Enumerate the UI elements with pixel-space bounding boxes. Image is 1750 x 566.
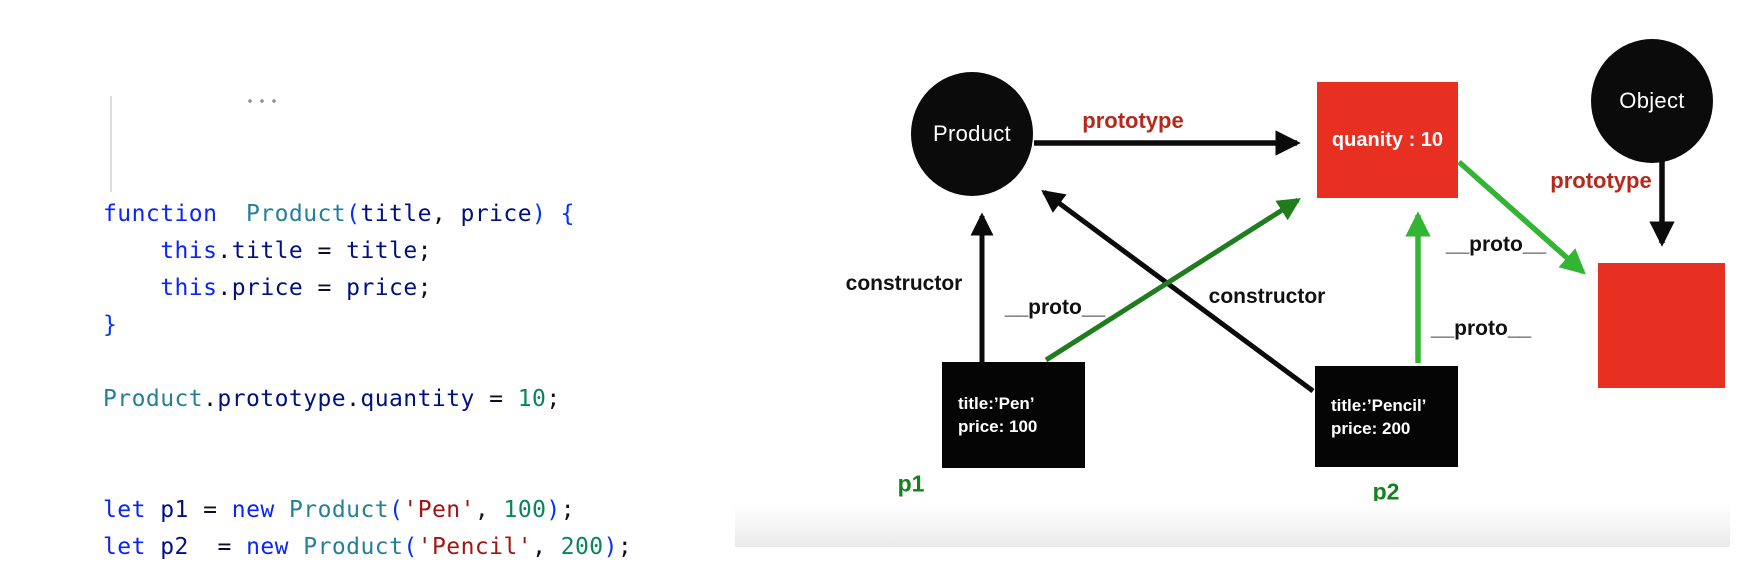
object-prototype-node: [1598, 263, 1725, 388]
p1-title-line: title:’Pen’: [958, 394, 1035, 413]
window-bottom-edge: [735, 501, 1730, 547]
product-node-label: Product: [933, 121, 1011, 146]
constructor-label-p2: constructor: [1208, 285, 1326, 308]
product-prototype-label: quanity : 10: [1331, 128, 1444, 151]
p1-label: p1: [897, 470, 925, 497]
p1-instance-node: title:’Pen’ price: 100: [942, 362, 1085, 468]
proto-label-chain: __proto__: [1445, 233, 1547, 256]
code-editor[interactable]: function Product(title, price) { this.ti…: [103, 48, 632, 566]
product-prototype-node: quanity : 10: [1317, 82, 1458, 198]
p2-label: p2: [1372, 478, 1400, 505]
code-line: this.title = title;: [160, 238, 432, 264]
code-line: this.price = price;: [160, 275, 432, 301]
constructor-label-p1: constructor: [845, 272, 963, 295]
indent-guide: [110, 96, 112, 192]
p1-price-line: price: 100: [958, 417, 1038, 436]
code-line: [103, 344, 632, 381]
proto-label-p1: __proto__: [1004, 296, 1106, 319]
p2-title-line: title:’Pencil’: [1331, 395, 1427, 415]
p2-instance-node: title:’Pencil’ price: 200: [1315, 366, 1458, 467]
proto-arrow-p1: [1044, 197, 1301, 363]
proto-label-p2: __proto__: [1430, 317, 1532, 340]
code-line: }: [103, 312, 118, 338]
object-node-label: Object: [1619, 88, 1685, 113]
code-line: Product.prototype.quantity = 10;: [103, 386, 561, 412]
p2-price-line: price: 200: [1331, 418, 1411, 438]
code-line: [103, 418, 632, 455]
code-line: let p2 = new Product('Pencil', 200);: [103, 534, 633, 560]
spellcheck-dots: [244, 98, 278, 104]
product-function-node: Product: [911, 72, 1033, 196]
code-lines: function Product(title, price) { this.ti…: [103, 196, 632, 566]
object-constructor-node: Object: [1591, 39, 1713, 163]
prototype-label-object: prototype: [1550, 168, 1652, 193]
code-line: let p1 = new Product('Pen', 100);: [103, 497, 576, 523]
code-line: [103, 455, 632, 492]
code-line: function Product(title, price) {: [103, 201, 575, 227]
prototype-label-product: prototype: [1082, 108, 1184, 133]
